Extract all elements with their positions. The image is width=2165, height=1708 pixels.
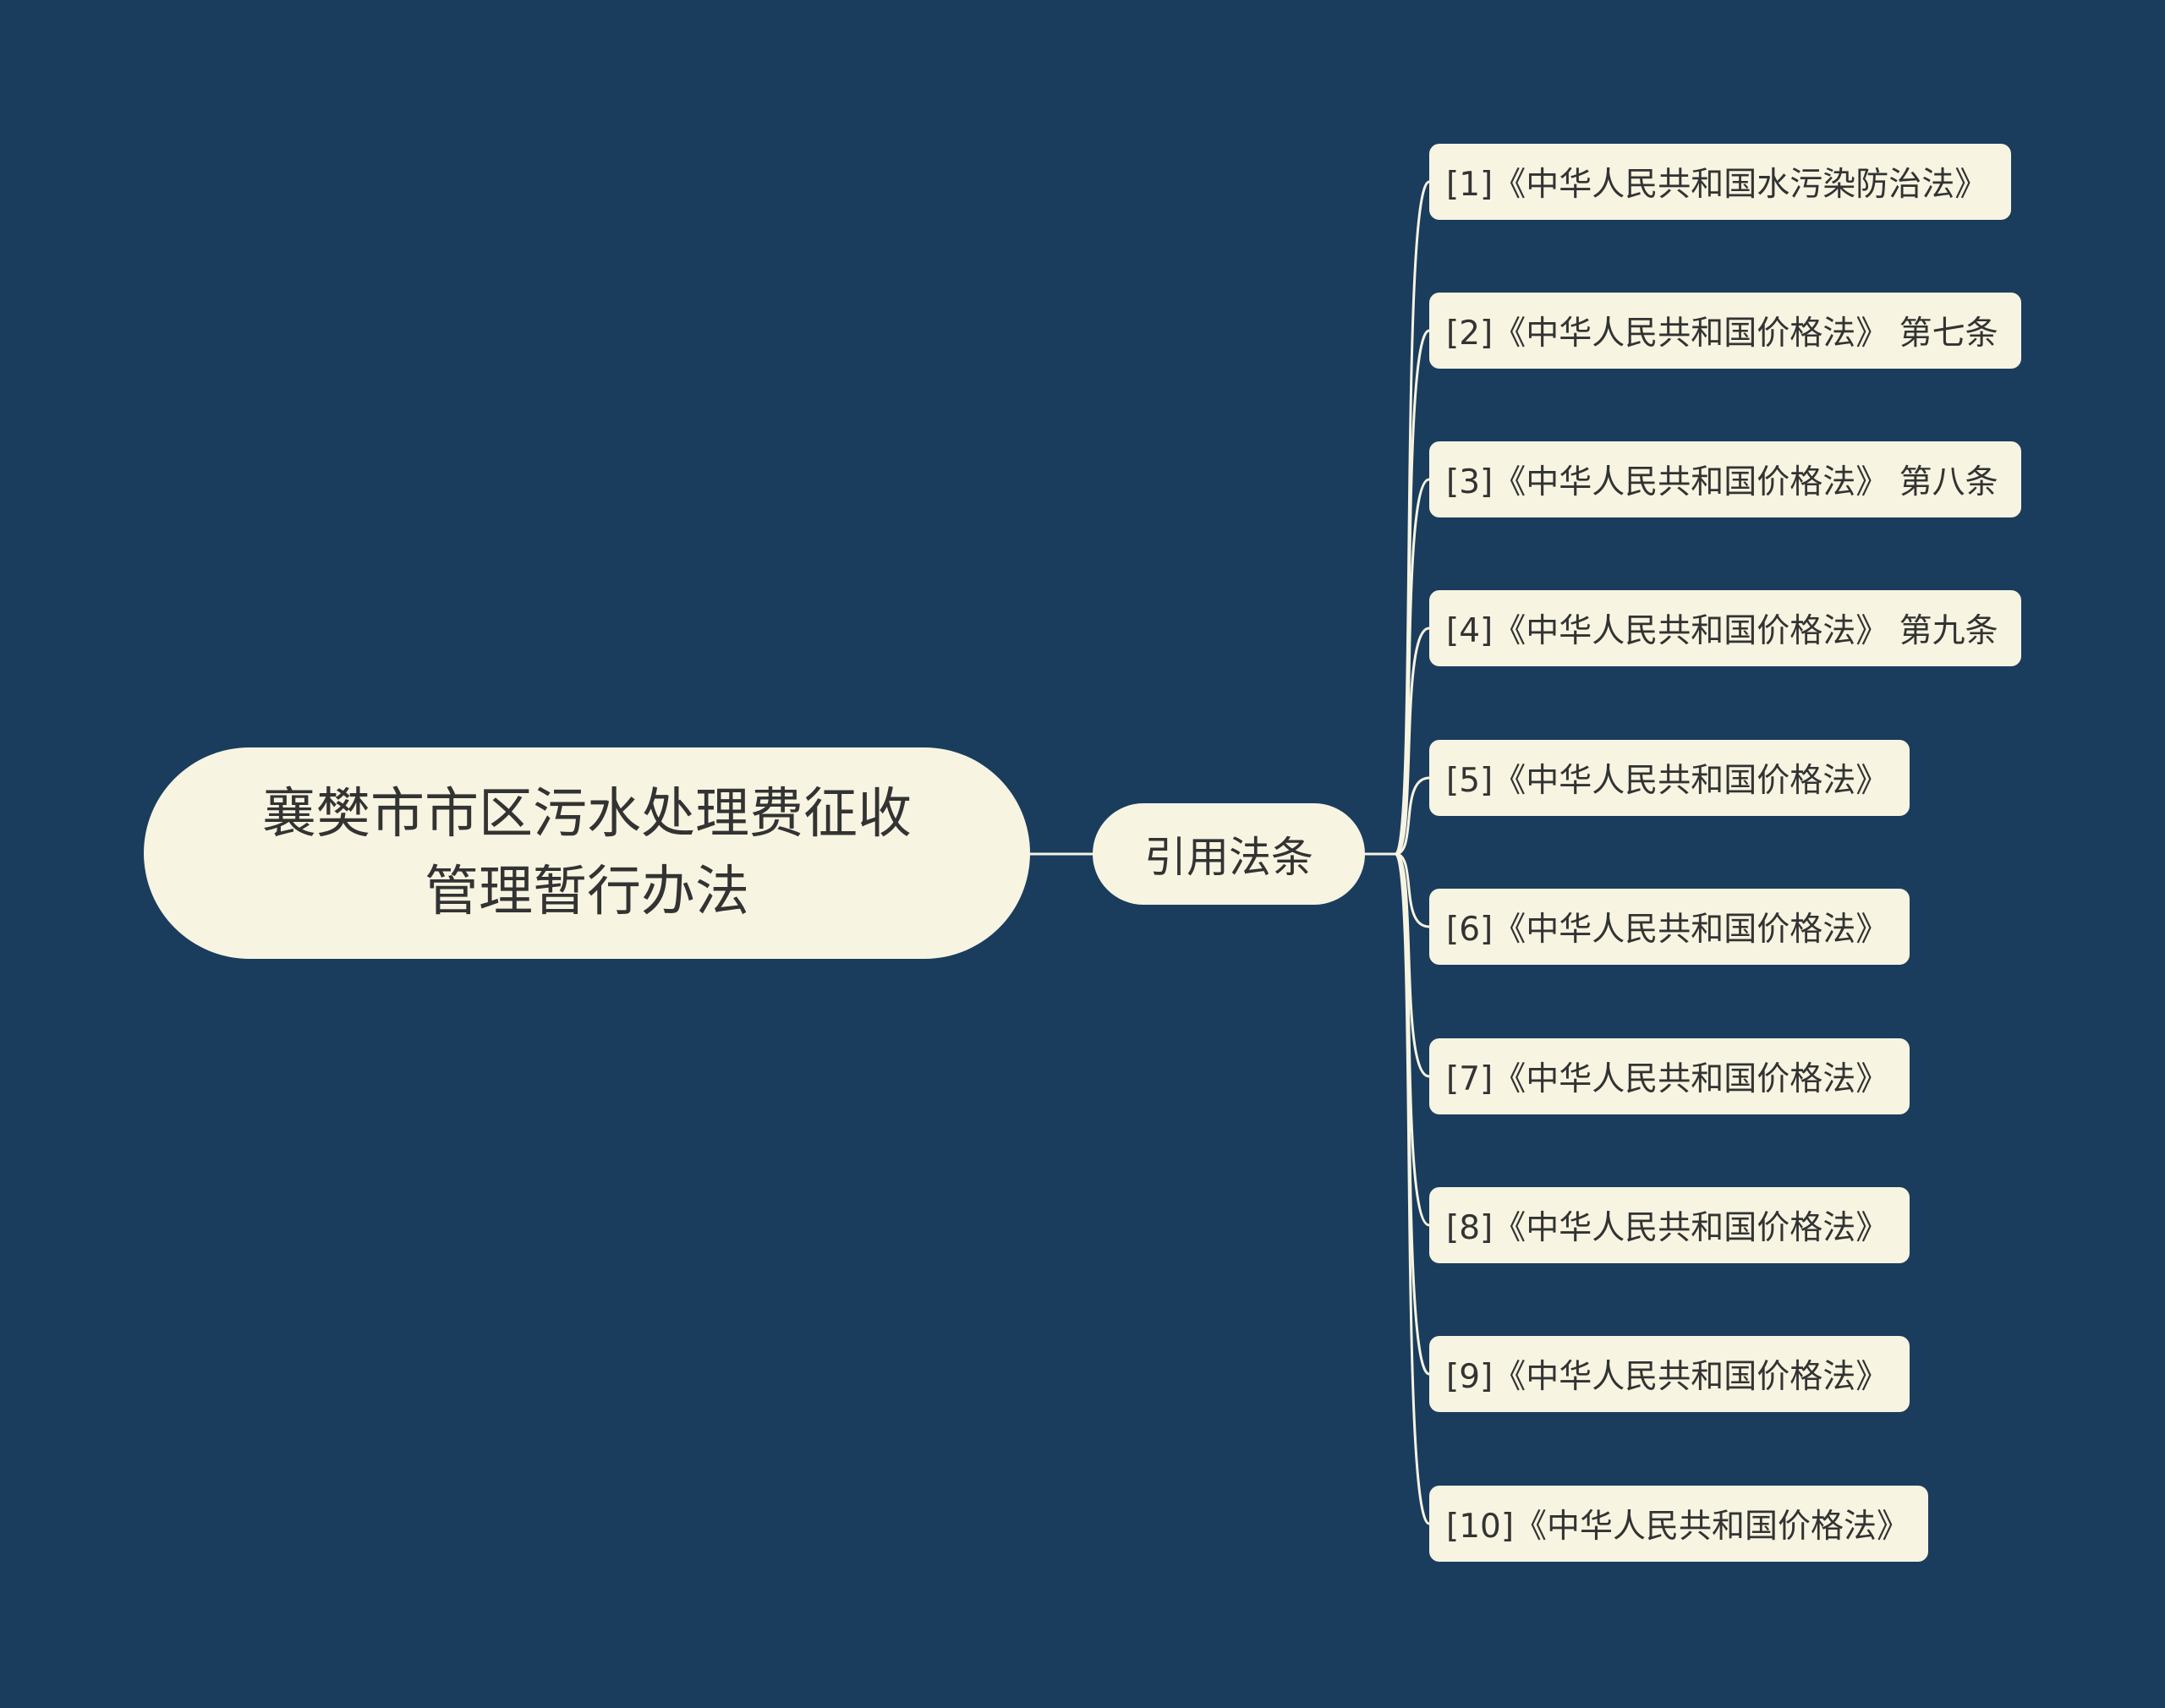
leaf-topic-3[interactable]: [3]《中华人民共和国价格法》 第八条 — [1429, 441, 2021, 517]
connector-leaf-4 — [1395, 627, 1430, 856]
leaf-topic-label: [8]《中华人民共和国价格法》 — [1446, 1209, 1889, 1247]
leaf-topic-label: [4]《中华人民共和国价格法》 第九条 — [1446, 612, 1998, 650]
connector-leaf-6 — [1395, 852, 1430, 928]
connector-leaf-1 — [1394, 180, 1430, 856]
leaf-topic-label: [7]《中华人民共和国价格法》 — [1446, 1060, 1889, 1098]
leaf-topic-6[interactable]: [6]《中华人民共和国价格法》 — [1429, 889, 1910, 965]
connector-leaf-5 — [1395, 776, 1430, 856]
connector-leaf-10 — [1394, 852, 1430, 1525]
leaf-topic-2[interactable]: [2]《中华人民共和国价格法》 第七条 — [1429, 293, 2021, 369]
branch-topic-label: 引用法条 — [1144, 833, 1313, 882]
leaf-topic-label: [2]《中华人民共和国价格法》 第七条 — [1446, 315, 1998, 353]
branch-topic-cited-laws[interactable]: 引用法条 — [1093, 803, 1365, 905]
leaf-topic-label: [6]《中华人民共和国价格法》 — [1446, 911, 1889, 949]
leaf-topic-10[interactable]: [10]《中华人民共和国价格法》 — [1429, 1486, 1928, 1562]
leaf-topic-8[interactable]: [8]《中华人民共和国价格法》 — [1429, 1187, 1910, 1263]
leaf-topic-7[interactable]: [7]《中华人民共和国价格法》 — [1429, 1038, 1910, 1114]
leaf-topic-label: [9]《中华人民共和国价格法》 — [1446, 1358, 1889, 1396]
root-topic-label: 襄樊市市区污水处理费征收管理暂行办法 — [262, 783, 912, 923]
leaf-topic-1[interactable]: [1]《中华人民共和国水污染防治法》 — [1429, 144, 2011, 220]
leaf-topic-4[interactable]: [4]《中华人民共和国价格法》 第九条 — [1429, 590, 2021, 666]
leaf-topic-5[interactable]: [5]《中华人民共和国价格法》 — [1429, 740, 1910, 816]
leaf-topic-label: [3]《中华人民共和国价格法》 第八条 — [1446, 463, 1998, 501]
leaf-topic-label: [5]《中华人民共和国价格法》 — [1446, 762, 1889, 800]
connector-leaf-7 — [1395, 852, 1430, 1078]
leaf-topic-label: [10]《中华人民共和国价格法》 — [1446, 1508, 1910, 1546]
leaf-topic-9[interactable]: [9]《中华人民共和国价格法》 — [1429, 1336, 1910, 1412]
root-topic[interactable]: 襄樊市市区污水处理费征收管理暂行办法 — [144, 747, 1030, 959]
leaf-topic-label: [1]《中华人民共和国水污染防治法》 — [1446, 166, 1988, 204]
connector-leaf-3 — [1394, 478, 1430, 856]
